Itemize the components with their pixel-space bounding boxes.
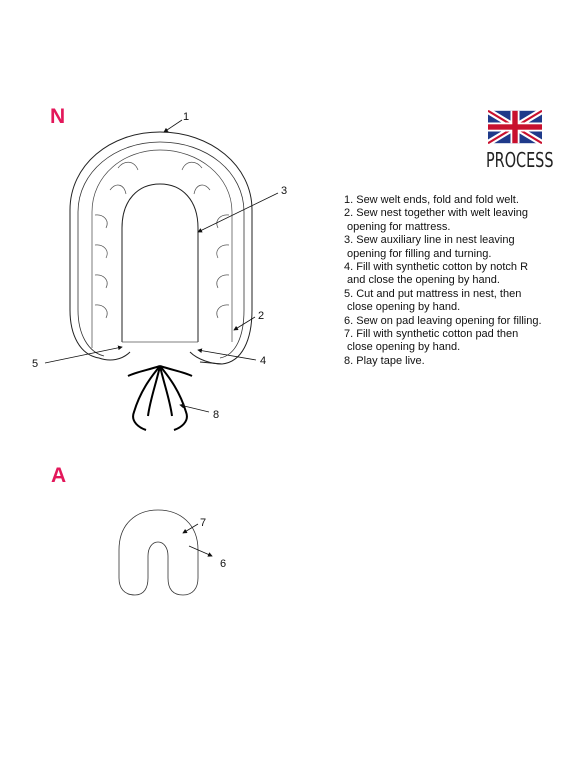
callout-5: 5 <box>32 358 38 370</box>
leader-lines <box>44 119 279 413</box>
step-line: 6. Sew on pad leaving opening for fillin… <box>344 314 542 327</box>
step-line: 8. Play tape live. <box>344 354 425 367</box>
process-title: PROCESS <box>486 148 554 172</box>
nest-bottom-edge <box>98 351 223 365</box>
callout-3: 3 <box>281 185 287 197</box>
step-line: and close the opening by hand. <box>344 274 500 287</box>
step-line: 4. Fill with synthetic cotton by notch R <box>344 261 529 274</box>
union-jack-flag-icon <box>488 110 542 144</box>
nest-outer-outline-inner <box>77 141 245 359</box>
section-n-letter: N <box>50 105 66 128</box>
process-steps-list: 1. Sew welt ends, fold and fold welt. 2.… <box>344 194 542 368</box>
nest-outer-outline <box>69 131 253 365</box>
mattress-opening <box>121 183 199 342</box>
step-line: opening for mattress. <box>344 220 451 233</box>
section-a-letter: A <box>51 464 67 487</box>
step-line: close opening by hand. <box>344 341 461 354</box>
step-line: close opening by hand. <box>344 301 461 314</box>
step-line: 1. Sew welt ends, fold and fold welt. <box>344 194 519 206</box>
step-line: 2. Sew nest together with welt leaving <box>344 207 529 220</box>
callout-2: 2 <box>258 310 264 322</box>
step-line: opening for filling and turning. <box>344 247 492 260</box>
callout-8: 8 <box>213 409 219 421</box>
nest-welt-line <box>91 149 233 348</box>
callout-4: 4 <box>260 355 266 367</box>
quilting-curls <box>94 161 230 319</box>
callout-1: 1 <box>183 111 189 123</box>
tie-ribbons <box>127 365 193 431</box>
step-line: 7. Fill with synthetic cotton pad then <box>344 328 519 341</box>
step-line: 5. Cut and put mattress in nest, then <box>344 287 522 300</box>
step-line: 3. Sew auxiliary line in nest leaving <box>344 234 515 247</box>
